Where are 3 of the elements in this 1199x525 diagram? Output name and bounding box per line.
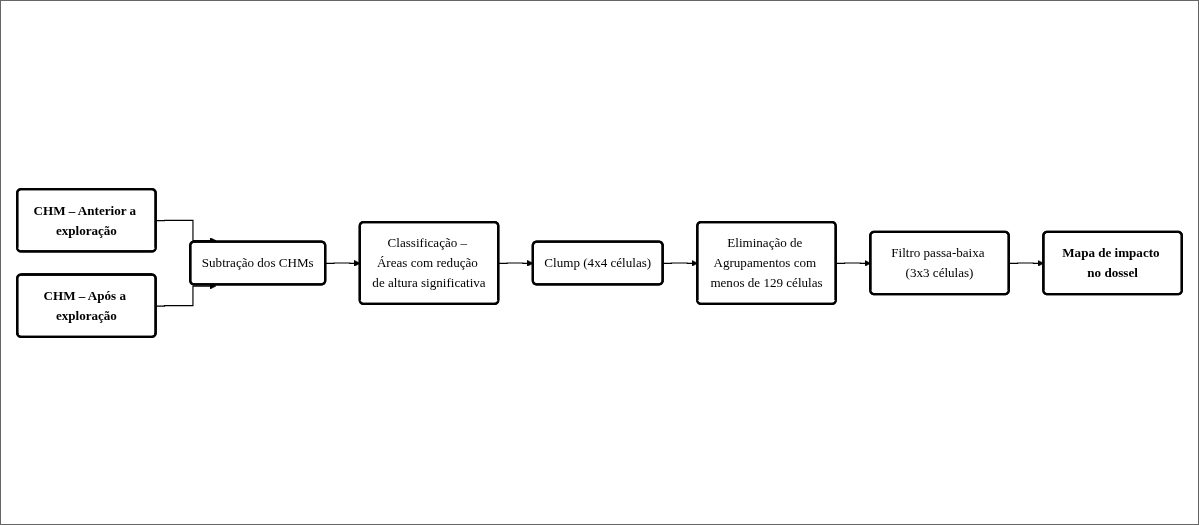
arrow (835, 259, 871, 267)
arrow (662, 259, 698, 267)
arrow (155, 282, 217, 307)
